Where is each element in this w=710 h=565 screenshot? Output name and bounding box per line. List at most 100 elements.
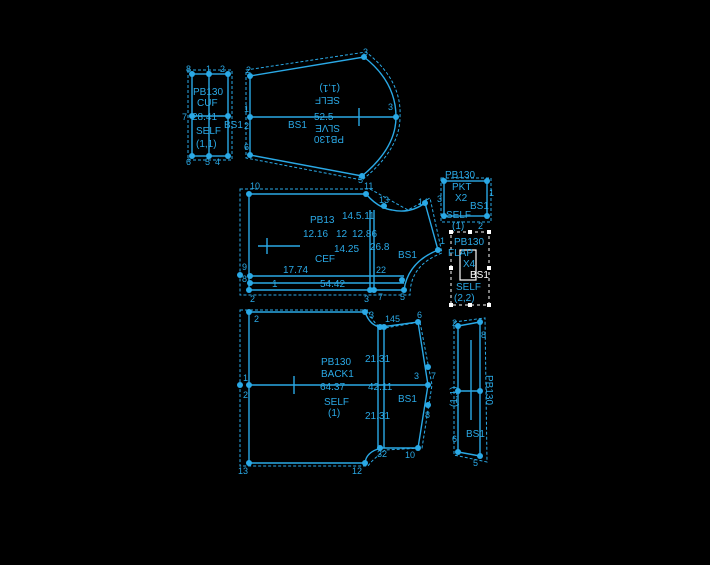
- cuff-label: (1,1): [196, 139, 217, 150]
- point-number: 8: [242, 274, 247, 284]
- point-number: 3: [388, 102, 393, 112]
- back-label: BS1: [398, 394, 417, 405]
- pocket-label: PKT: [452, 182, 471, 193]
- point-number: 2: [243, 390, 248, 400]
- back-label: (1): [328, 408, 340, 419]
- point-number: 32: [377, 449, 387, 459]
- point-number: 5: [400, 292, 405, 302]
- front-label: 14.5.11: [342, 211, 375, 222]
- flap-label: (2,2): [454, 293, 475, 304]
- point-number: 1: [243, 373, 248, 383]
- point-number: 10: [250, 181, 260, 191]
- pocket-label: BS1: [470, 201, 489, 212]
- point-number: 11: [364, 181, 373, 191]
- front-label: CEF: [315, 254, 335, 265]
- cuff-label: 28.41: [192, 112, 217, 123]
- piece-cuff[interactable]: PB130 CUF 28.41 SELF (1,1) BS1 8 1 2 7 6…: [182, 64, 243, 167]
- point-number: 7: [431, 371, 436, 381]
- point-number: 2: [246, 65, 251, 75]
- point-number: 6: [417, 310, 422, 320]
- point-number: 1: [440, 236, 445, 246]
- point-number: 7: [182, 112, 187, 122]
- point-number: 145: [385, 314, 400, 324]
- front-label: 12: [336, 229, 348, 240]
- point-number: 2: [478, 221, 483, 231]
- flap-label: FLAP: [448, 248, 473, 259]
- cuff-label: BS1: [224, 120, 243, 131]
- point-number: 13: [238, 466, 248, 476]
- point-number: 2: [254, 314, 259, 324]
- sleeve-label: SLVE: [315, 122, 340, 133]
- sleeve-label: 52.5: [314, 112, 334, 123]
- front-label: BS1: [398, 250, 417, 261]
- back-label: 21.31: [365, 354, 390, 365]
- point-number: 8: [186, 64, 191, 74]
- point-number: 8: [425, 410, 430, 420]
- point-number: 10: [405, 450, 415, 460]
- collar-label: (1,1): [449, 386, 460, 407]
- point-number: 3: [414, 371, 419, 381]
- point-number: 8: [481, 330, 486, 340]
- front-label: 1: [272, 279, 278, 290]
- point-number: 2: [250, 294, 255, 304]
- pocket-label: SELF: [446, 210, 471, 221]
- point-number: 22: [376, 265, 386, 275]
- collar-label: BS1: [466, 429, 485, 440]
- pocket-label: X2: [455, 193, 468, 204]
- pocket-label: (1): [452, 221, 464, 232]
- flap-label: PB130: [454, 237, 484, 248]
- sleeve-label: SELF: [315, 94, 340, 105]
- back-label: 42.11: [368, 382, 393, 393]
- piece-back[interactable]: PB130 BACK1 64.37 SELF (1) 21.31 42.11 2…: [237, 309, 436, 476]
- point-number: 5: [205, 157, 210, 167]
- piece-front[interactable]: PB13 14.5.11 12.16 12 12.86 14.25 26.8 C…: [237, 181, 445, 304]
- point-number: 9: [242, 262, 247, 272]
- point-number: 3: [437, 194, 442, 204]
- point-number: 3: [369, 310, 374, 320]
- front-label: PB13: [310, 215, 335, 226]
- piece-pocket[interactable]: PB130 PKT X2 BS1 SELF (1) 1 3 2: [437, 170, 494, 232]
- front-label: 14.25: [334, 244, 359, 255]
- point-number: 1: [489, 188, 494, 198]
- point-number: 4: [215, 157, 220, 167]
- back-label: SELF: [324, 397, 349, 408]
- point-number: 6: [244, 142, 249, 152]
- sleeve-label: PB130: [314, 133, 344, 144]
- cuff-label: SELF: [196, 126, 221, 137]
- point-number: 2: [244, 121, 249, 131]
- point-number: 1: [206, 64, 211, 74]
- front-label: 26.8: [370, 242, 390, 253]
- piece-sleeve[interactable]: PB130 SLVE SELF (1,1) 52.5 BS1 2 1 2 6 3…: [244, 47, 401, 185]
- point-number: 6: [186, 157, 191, 167]
- point-number: 2: [452, 318, 457, 328]
- sleeve-label: BS1: [288, 120, 307, 131]
- back-label: 21.31: [365, 411, 390, 422]
- back-label: 64.37: [320, 382, 345, 393]
- sleeve-label: (1,1): [319, 82, 340, 93]
- flap-label: SELF: [456, 282, 481, 293]
- front-label: 17.74: [283, 265, 308, 276]
- flap-label: X4: [463, 259, 476, 270]
- front-label: 54.42: [320, 279, 345, 290]
- cuff-label: PB130: [193, 87, 223, 98]
- piece-flap-selected[interactable]: PB130 FLAP X4 BS1 SELF (2,2): [448, 230, 491, 307]
- pocket-label: PB130: [445, 170, 475, 181]
- piece-collar[interactable]: PB130 (1,1) BS1 2 8 6 5: [449, 317, 494, 468]
- front-label: 12.16: [303, 229, 328, 240]
- point-number: 5: [473, 458, 478, 468]
- point-number: 6: [452, 434, 457, 444]
- cuff-label: CUF: [197, 98, 218, 109]
- point-number: 5: [358, 175, 363, 185]
- point-number: 3: [363, 47, 368, 57]
- point-number: 3: [364, 294, 369, 304]
- collar-label: PB130: [483, 375, 494, 405]
- flap-label: BS1: [470, 270, 489, 281]
- back-label: BACK1: [321, 369, 354, 380]
- point-number: 13: [379, 195, 389, 205]
- point-number: 12: [352, 466, 362, 476]
- back-label: PB130: [321, 357, 351, 368]
- point-number: 2: [220, 64, 225, 74]
- front-label: 12.86: [352, 229, 377, 240]
- point-number: 7: [378, 292, 383, 302]
